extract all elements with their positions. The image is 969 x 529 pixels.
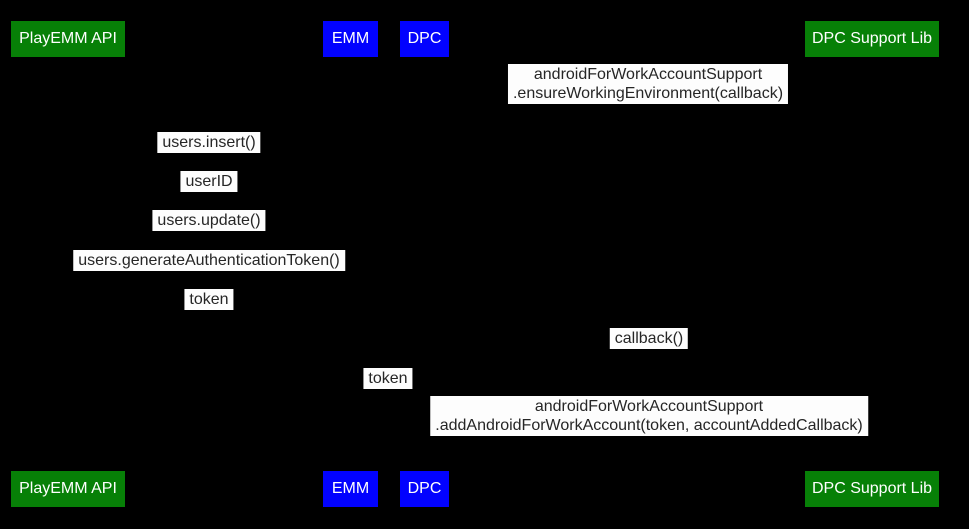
message-line: .ensureWorkingEnvironment(callback) [512, 85, 784, 102]
participant-dpc-top: DPC [400, 21, 449, 57]
message-userid: userID [180, 171, 238, 192]
participant-emm-bottom: EMM [323, 471, 378, 507]
participant-dpc-bottom: DPC [400, 471, 449, 507]
message-line: users.update() [157, 212, 261, 229]
message-line: .addAndroidForWorkAccount(token, account… [435, 417, 863, 434]
message-token-forward: token [363, 368, 413, 389]
message-line: token [368, 370, 408, 387]
message-add-android-for-work-account: androidForWorkAccountSupport .addAndroid… [430, 396, 868, 436]
participant-dpc-support-lib-bottom: DPC Support Lib [805, 471, 939, 507]
participant-playemm-api-top: PlayEMM API [11, 21, 125, 57]
message-line: users.generateAuthenticationToken() [78, 252, 340, 269]
message-users-insert: users.insert() [157, 132, 261, 153]
participant-emm-top: EMM [323, 21, 378, 57]
message-line: userID [185, 173, 233, 190]
participant-dpc-support-lib-top: DPC Support Lib [805, 21, 939, 57]
message-callback: callback() [609, 328, 689, 349]
message-users-update: users.update() [152, 210, 266, 231]
message-line: callback() [614, 330, 684, 347]
message-line: androidForWorkAccountSupport [534, 398, 764, 415]
message-line: token [189, 291, 229, 308]
message-token-response: token [184, 289, 234, 310]
message-generate-authentication-token: users.generateAuthenticationToken() [73, 250, 345, 271]
participant-playemm-api-bottom: PlayEMM API [11, 471, 125, 507]
message-line: androidForWorkAccountSupport [533, 66, 763, 83]
message-line: users.insert() [162, 134, 256, 151]
message-ensure-working-environment: androidForWorkAccountSupport .ensureWork… [507, 64, 789, 104]
